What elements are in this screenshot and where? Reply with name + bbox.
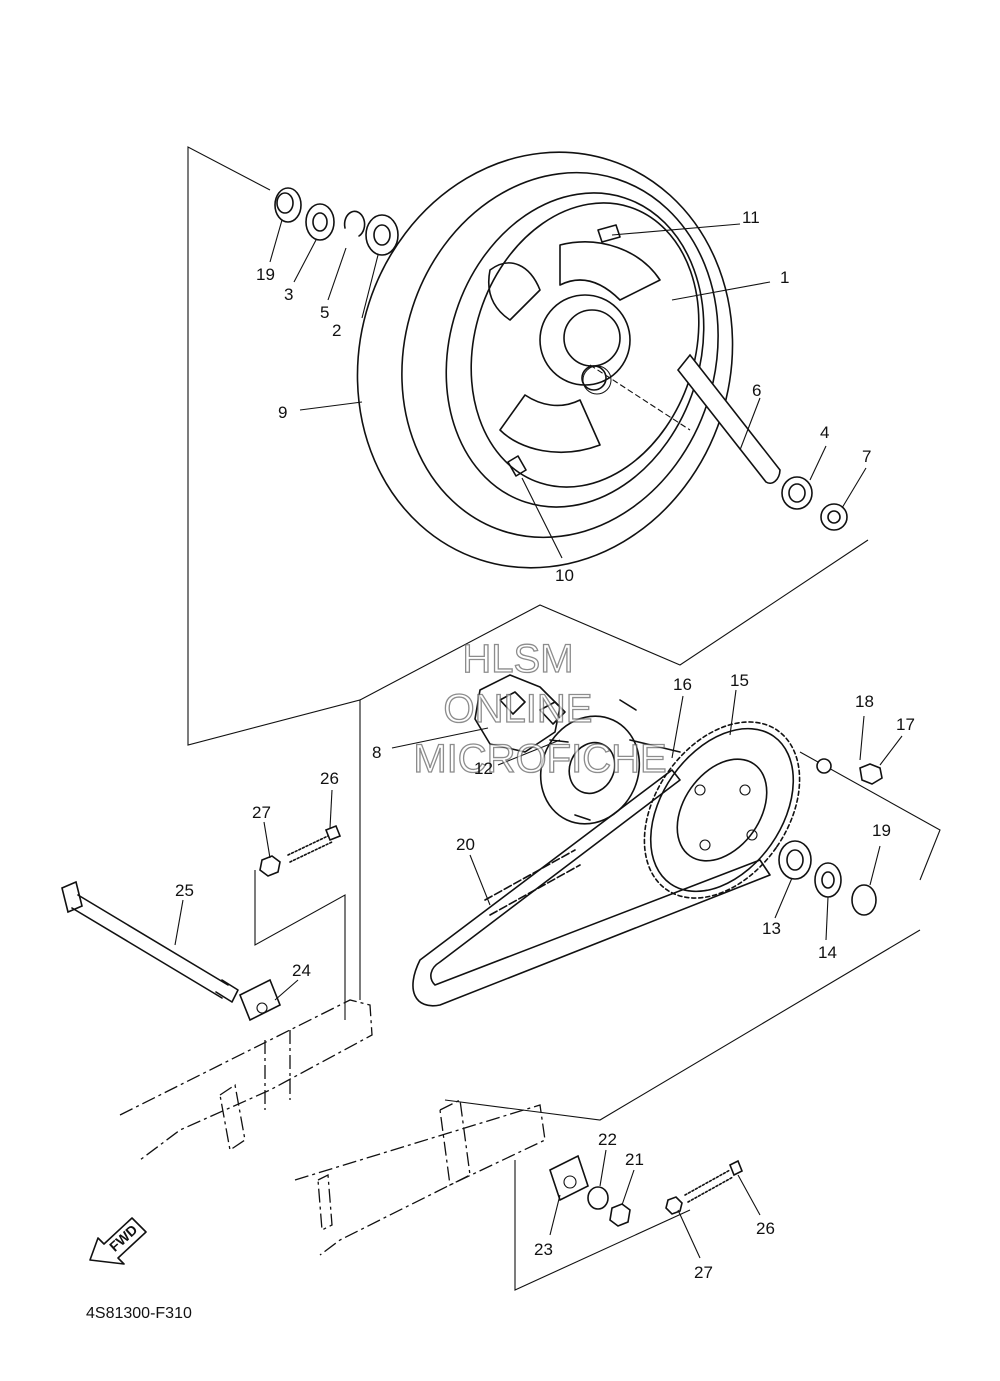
callout-2: 2 bbox=[332, 321, 341, 340]
callout-25: 25 bbox=[175, 881, 194, 900]
right-axle-parts bbox=[676, 353, 848, 531]
rear-wheel bbox=[356, 151, 734, 569]
callout-26-bottom: 26 bbox=[756, 1219, 775, 1238]
callout-21: 21 bbox=[625, 1150, 644, 1169]
left-adjuster bbox=[238, 824, 342, 1022]
callout-27-bottom: 27 bbox=[694, 1263, 713, 1282]
rear-axle bbox=[61, 880, 239, 1003]
diagram-code: 4S81300-F310 bbox=[86, 1305, 192, 1322]
callout-1: 1 bbox=[780, 268, 789, 287]
callout-24: 24 bbox=[292, 961, 311, 980]
callout-26-top: 26 bbox=[320, 769, 339, 788]
callout-19-top: 19 bbox=[256, 265, 275, 284]
callout-16: 16 bbox=[673, 675, 692, 694]
assembly-boundary-lines bbox=[187, 146, 941, 1291]
callout-17: 17 bbox=[896, 715, 915, 734]
watermark: HLSM ONLINE MICROFICHE bbox=[413, 636, 668, 781]
callout-23: 23 bbox=[534, 1240, 553, 1259]
watermark-line-2: ONLINE bbox=[444, 687, 593, 731]
left-bearing-stack bbox=[274, 187, 399, 256]
callout-27-top: 27 bbox=[252, 803, 271, 822]
swingarm-outline bbox=[119, 999, 546, 1256]
callout-8: 8 bbox=[372, 743, 381, 762]
callout-13: 13 bbox=[762, 919, 781, 938]
callout-14: 14 bbox=[818, 943, 837, 962]
drive-chain bbox=[412, 769, 771, 1007]
watermark-line-3: MICROFICHE bbox=[413, 737, 666, 781]
callout-18: 18 bbox=[855, 692, 874, 711]
rear-sprocket bbox=[643, 721, 801, 899]
fwd-arrow-icon: FWD bbox=[89, 1217, 147, 1265]
leader-lines bbox=[174, 219, 903, 1259]
callout-7: 7 bbox=[862, 447, 871, 466]
callout-5: 5 bbox=[320, 303, 329, 322]
sprocket-side-bearings bbox=[629, 739, 883, 916]
callout-11: 11 bbox=[742, 208, 760, 227]
callout-19-bottom: 19 bbox=[872, 821, 891, 840]
callout-3: 3 bbox=[284, 285, 293, 304]
callout-20: 20 bbox=[456, 835, 475, 854]
callout-4: 4 bbox=[820, 423, 829, 442]
damper-and-hub bbox=[474, 674, 641, 825]
callout-numbers: 1 2 3 4 5 6 7 8 9 10 11 12 13 14 15 16 1… bbox=[175, 208, 915, 1282]
right-adjuster bbox=[549, 1154, 744, 1227]
callout-6: 6 bbox=[752, 381, 761, 400]
callout-10: 10 bbox=[555, 566, 574, 585]
callout-15: 15 bbox=[730, 671, 749, 690]
callout-12: 12 bbox=[474, 759, 493, 778]
callout-22: 22 bbox=[598, 1130, 617, 1149]
watermark-line-1: HLSM bbox=[462, 637, 573, 681]
callout-9: 9 bbox=[278, 403, 287, 422]
